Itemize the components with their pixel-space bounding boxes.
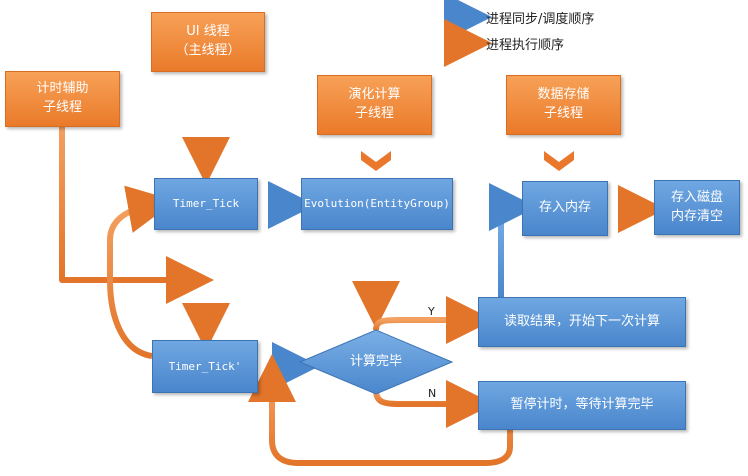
read-result-box: 读取结果，开始下一次计算 (478, 297, 686, 347)
evolution-thread-box: 演化计算 子线程 (317, 75, 432, 135)
evolution-chevron-icon (361, 151, 391, 171)
yes-label: Y (428, 305, 435, 318)
ui-thread-box: UI 线程 （主线程） (151, 12, 265, 72)
legend-sync-label: 进程同步/调度顺序 (486, 12, 595, 27)
store-disk-box: 存入磁盘 内存清空 (654, 180, 740, 235)
timer-tick-prime-box: Timer_Tick' (152, 340, 258, 393)
timer-tick-box: Timer_Tick (154, 178, 258, 230)
timer-helper-thread-box: 计时辅助 子线程 (5, 71, 120, 127)
yes-branch-arrow (373, 296, 494, 344)
storage-chevron-icon (544, 151, 574, 171)
no-branch-arrow (373, 380, 494, 428)
compute-done-label: 计算完毕 (349, 353, 402, 369)
wait-loop-arrow (248, 354, 513, 466)
timer-helper-path (59, 127, 214, 304)
compute-done-diamond (298, 329, 454, 395)
pause-timer-box: 暂停计时，等待计算完毕 (478, 381, 686, 430)
legend-exec-label: 进程执行顺序 (486, 38, 565, 53)
store-memory-box: 存入内存 (522, 181, 608, 236)
storage-thread-box: 数据存储 子线程 (506, 75, 621, 135)
timer-loop-arrow (107, 185, 176, 359)
evolution-box: Evolution(EntityGroup) (301, 178, 453, 230)
no-label: N (428, 387, 437, 400)
read-to-memory-arrow (488, 183, 537, 297)
